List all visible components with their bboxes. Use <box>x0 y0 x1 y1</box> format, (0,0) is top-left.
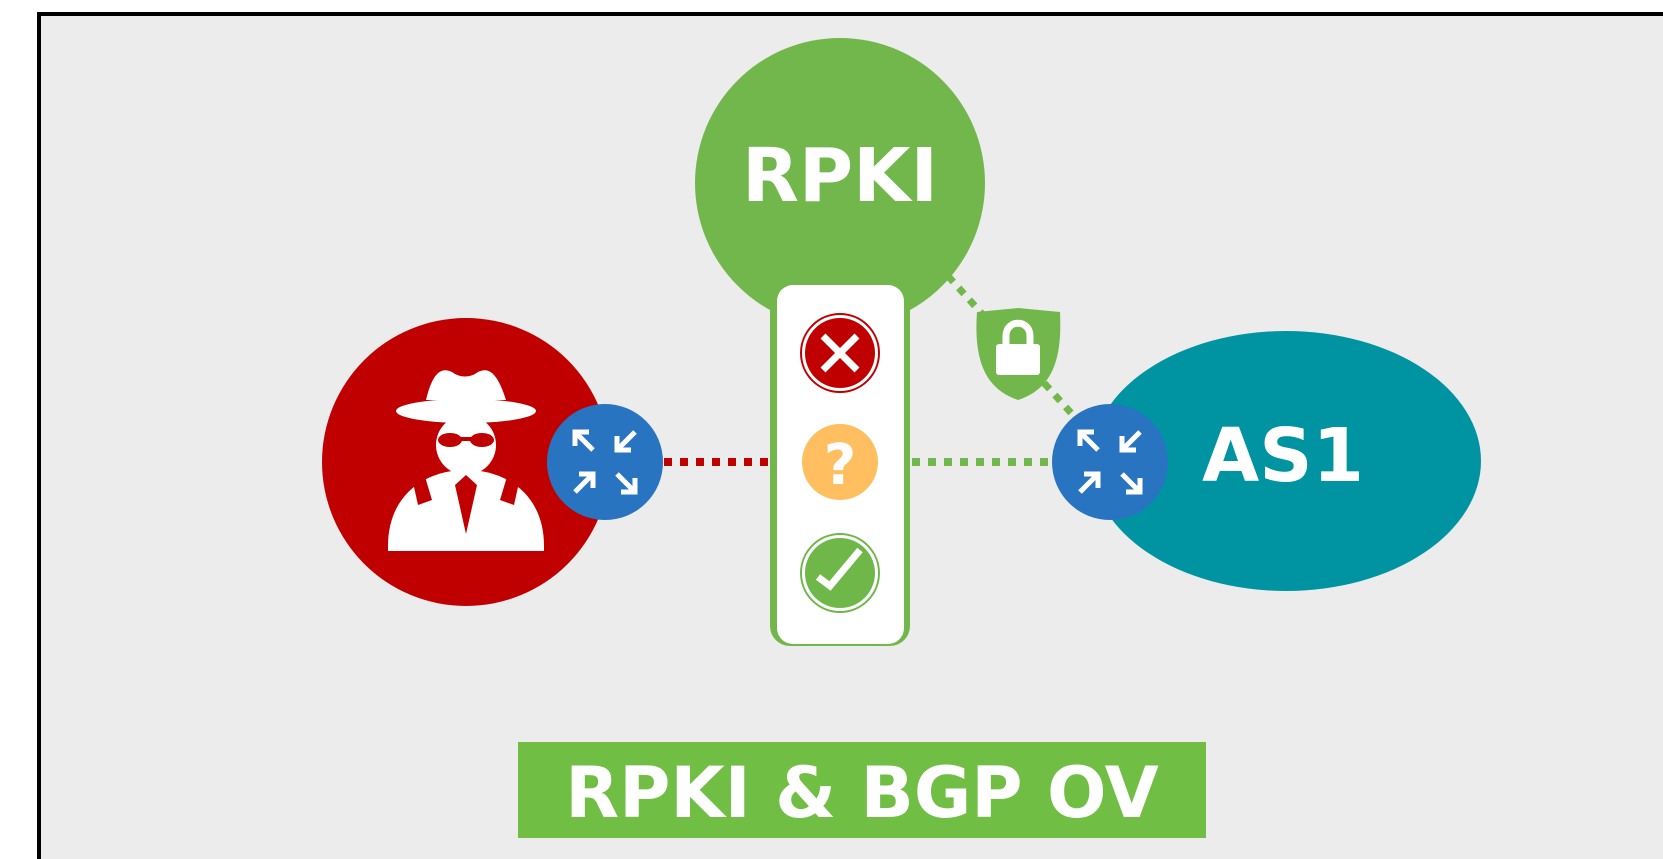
title-banner: RPKI & BGP OV <box>518 742 1206 838</box>
attacker-node <box>322 318 610 606</box>
as1-node: AS1 <box>1091 331 1481 591</box>
as1-label: AS1 <box>1202 413 1364 499</box>
shield-lock-icon <box>976 308 1061 400</box>
unknown-state-icon: ? <box>802 424 878 500</box>
banner-title: RPKI & BGP OV <box>565 752 1159 834</box>
spy-icon <box>388 370 544 551</box>
as1-router-icon <box>1052 404 1168 520</box>
validation-panel: ? <box>770 282 910 646</box>
rpki-label: RPKI <box>742 133 938 219</box>
rpki-node: RPKI <box>695 38 985 328</box>
valid-state-icon <box>800 533 880 613</box>
svg-text:?: ? <box>824 433 856 498</box>
invalid-state-icon <box>800 313 880 393</box>
attacker-router-icon <box>547 404 663 520</box>
